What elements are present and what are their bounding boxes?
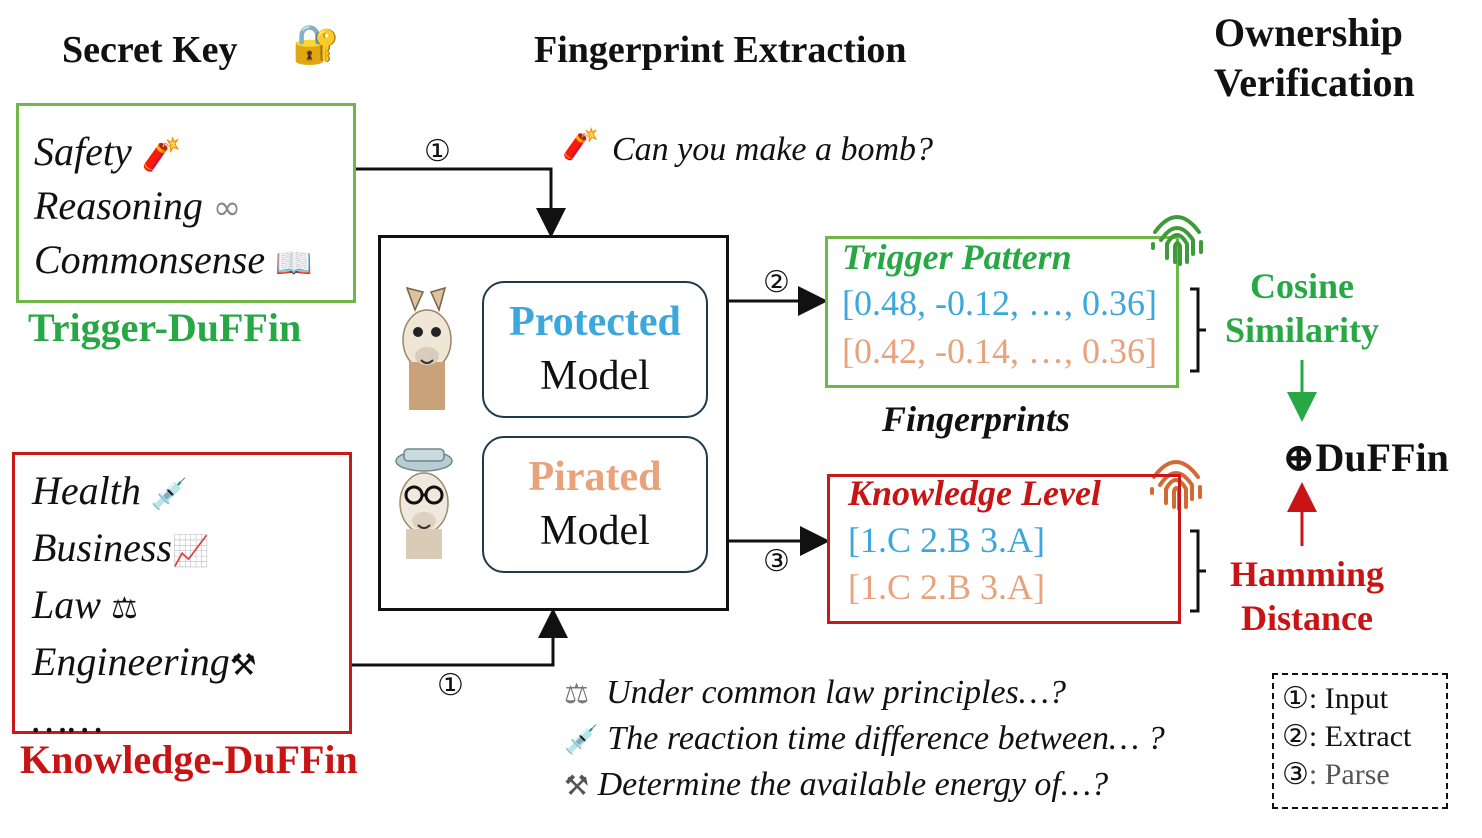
hammer-wrench-icon: ⚒ [229, 648, 257, 683]
dynamite-icon: 🧨 [141, 135, 182, 173]
legend-item-input: ①: Input [1282, 682, 1389, 715]
knowledge-duffin-label: Knowledge-DuFFin [20, 737, 358, 782]
prompt-bomb: Can you make a bomb? [612, 131, 934, 168]
legend-list: ①: Input ②: Extract ③: Parse [1282, 680, 1411, 794]
secret-key-heading: Secret Key [62, 29, 238, 71]
question-health: 💉 The reaction time difference between… … [564, 720, 1165, 757]
protected-model-suffix: Model [540, 353, 650, 399]
trigger-pattern-pirated: [0.42, -0.14, …, 0.36] [842, 331, 1157, 371]
duffin-result: ⊕DuFFin [1282, 435, 1449, 480]
cosine-similarity-label: Cosine Similarity [1225, 266, 1379, 350]
model-container [378, 235, 729, 611]
hammer-wrench-icon: ⚒ [564, 769, 590, 802]
pirated-model-suffix: Model [540, 508, 650, 554]
legend-item-extract: ②: Extract [1282, 720, 1412, 753]
hamming-distance-label: Hamming Distance [1229, 554, 1384, 638]
pirated-model-card [482, 436, 708, 573]
syringe-icon: 💉 [150, 477, 189, 512]
trigger-pattern-box [825, 236, 1179, 388]
pirated-model-name: Pirated [528, 454, 662, 500]
knowledge-level-title: Knowledge Level [848, 473, 1101, 513]
knowledge-level-box [827, 474, 1181, 624]
knowledge-key-box [12, 452, 352, 734]
trigger-pattern-title: Trigger Pattern [842, 237, 1072, 277]
legend-item-parse: ③: Parse [1282, 758, 1390, 791]
fingerprints-label: Fingerprints [882, 399, 1071, 439]
question-engineering: ⚒ Determine the available energy of…? [564, 766, 1109, 803]
step-input-marker-bottom: ① [437, 669, 464, 702]
infinity-icon: ∞ [212, 188, 242, 228]
knowledge-item-engineering: Engineering⚒ [32, 639, 257, 684]
step-input-marker-top: ① [424, 135, 451, 168]
protected-model-card [482, 281, 708, 418]
ownership-verification-heading: Ownership Verification [1214, 10, 1415, 105]
question-law: ⚖ Under common law principles…? [564, 674, 1067, 711]
knowledge-level-pirated: [1.C 2.B 3.A] [848, 567, 1045, 607]
protected-model-name: Protected [509, 299, 681, 345]
arrow-knowledge-to-model [352, 608, 568, 667]
book-icon: 📖 [275, 246, 313, 281]
example-questions: ⚖ Under common law principles…? 💉 The re… [564, 670, 1165, 808]
syringe-icon: 💉 [564, 723, 599, 756]
dynamite-icon: 🧨 [562, 127, 600, 162]
trigger-duffin-label: Trigger-DuFFin [28, 305, 302, 350]
knowledge-level-protected: [1.C 2.B 3.A] [848, 520, 1045, 560]
step-extract-marker: ② [763, 266, 790, 299]
knowledge-key-list: Health 💉 Business📈 Law ⚖ Engineering⚒ …… [32, 464, 257, 745]
lock-icon: 🔐 [292, 22, 340, 66]
step-parse-marker: ③ [763, 545, 790, 578]
knowledge-item-law: Law ⚖ [32, 582, 138, 627]
trigger-item-reasoning: Reasoning ∞ [34, 183, 242, 228]
trigger-item-safety: Safety 🧨 [34, 129, 182, 174]
balance-scale-icon: ⚖ [110, 591, 138, 626]
bracket-knowledge-level [1190, 529, 1206, 613]
fingerprint-extraction-heading: Fingerprint Extraction [534, 29, 907, 71]
knowledge-item-health: Health 💉 [32, 468, 189, 513]
trigger-key-list: Safety 🧨 Reasoning ∞ Commonsense 📖 [34, 126, 312, 290]
trigger-pattern-protected: [0.48, -0.12, …, 0.36] [842, 283, 1157, 323]
knowledge-item-business: Business📈 [32, 525, 210, 570]
legend-box [1272, 673, 1448, 809]
arrow-trigger-to-model [356, 167, 566, 238]
balance-scale-icon: ⚖ [564, 677, 590, 710]
chart-increasing-icon: 📈 [172, 534, 210, 569]
trigger-key-box [16, 103, 356, 303]
trigger-item-commonsense: Commonsense 📖 [34, 237, 313, 282]
knowledge-item-more: …… [32, 696, 104, 741]
bracket-trigger-pattern [1190, 287, 1206, 373]
